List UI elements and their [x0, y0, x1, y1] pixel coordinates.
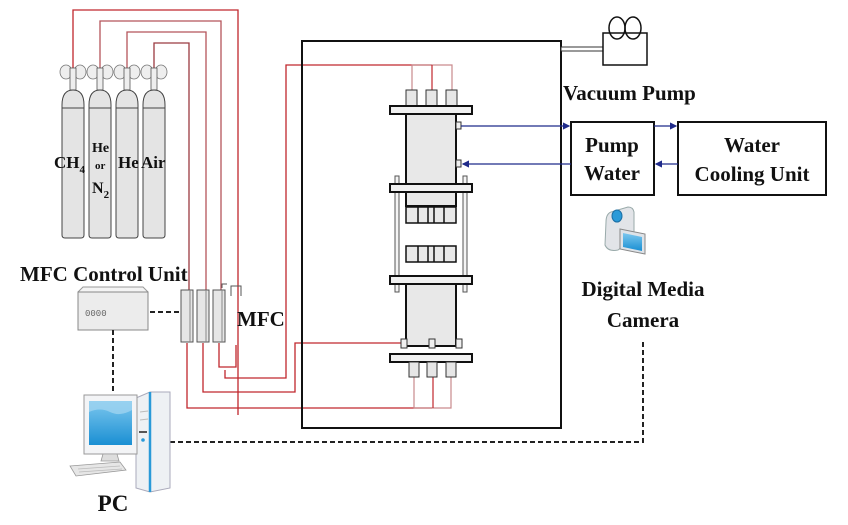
signal-lines — [112, 311, 644, 443]
vacuum-pump — [560, 16, 648, 66]
mfc-unit-2 — [196, 289, 210, 343]
water-cooling-label-line2: Cooling Unit — [695, 162, 810, 186]
gas-lines — [72, 9, 239, 415]
gas-line-he-n2 — [99, 20, 222, 315]
vacuum-pump-label: Vacuum Pump — [563, 81, 696, 105]
water-cooling-unit-box — [677, 121, 827, 196]
water-cooling-label-line1: Water — [724, 133, 780, 157]
pump-water-box — [570, 121, 655, 196]
cylinder-ch4 — [59, 64, 87, 239]
mfc-control-unit-label: MFC Control Unit — [20, 262, 188, 286]
cylinder-label-he-or-n2-line2: or — [95, 160, 106, 172]
cylinder-label-he-or-n2-line3: N2 — [92, 180, 110, 201]
reactor-top-feeds — [411, 64, 453, 90]
cylinder-he — [113, 64, 141, 239]
gas-line-ch4 — [72, 9, 239, 415]
signal-line-pc-to-camera — [170, 342, 644, 443]
cylinder-he-or-n2 — [86, 64, 114, 239]
cylinder-label-air: Air — [141, 153, 166, 172]
control-unit-display: 0000 — [85, 309, 107, 319]
mfc-label: MFC — [237, 307, 285, 331]
pump-water-label-line1: Pump — [585, 133, 639, 157]
mfc-control-unit: 0000 — [77, 286, 149, 331]
mfc-unit-4-cap — [230, 285, 242, 296]
mfc-unit-3 — [212, 289, 226, 343]
gas-cylinders — [59, 64, 168, 239]
gas-line-he — [126, 31, 207, 315]
reactor-bottom-outlets — [413, 377, 452, 409]
reactor-column — [389, 89, 473, 378]
camera-icon — [604, 206, 646, 255]
mfc-outlet-lines — [186, 64, 432, 409]
pc-icon — [69, 391, 171, 493]
camera-label-line2: Camera — [607, 308, 680, 332]
reactor-chamber — [301, 40, 562, 429]
mfc-outlet-line-3 — [218, 343, 237, 368]
pc-label: PC — [98, 491, 129, 516]
water-lines — [461, 122, 678, 168]
gas-line-air — [153, 42, 190, 315]
cylinder-label-ch4: CH4 — [54, 153, 86, 176]
mfc-outlet-line-4 — [224, 64, 432, 379]
mfc-outlet-line-2 — [202, 342, 432, 393]
mfc-unit-1 — [180, 289, 194, 343]
mfc-units — [180, 283, 242, 343]
camera-label-line1: Digital Media — [581, 277, 705, 301]
cylinder-label-he-or-n2-line1: He — [92, 141, 109, 156]
mfc-outlet-line-1 — [186, 343, 432, 409]
cylinder-air — [140, 64, 168, 239]
cylinder-label-he: He — [118, 153, 139, 172]
pump-water-label-line2: Water — [584, 161, 640, 185]
